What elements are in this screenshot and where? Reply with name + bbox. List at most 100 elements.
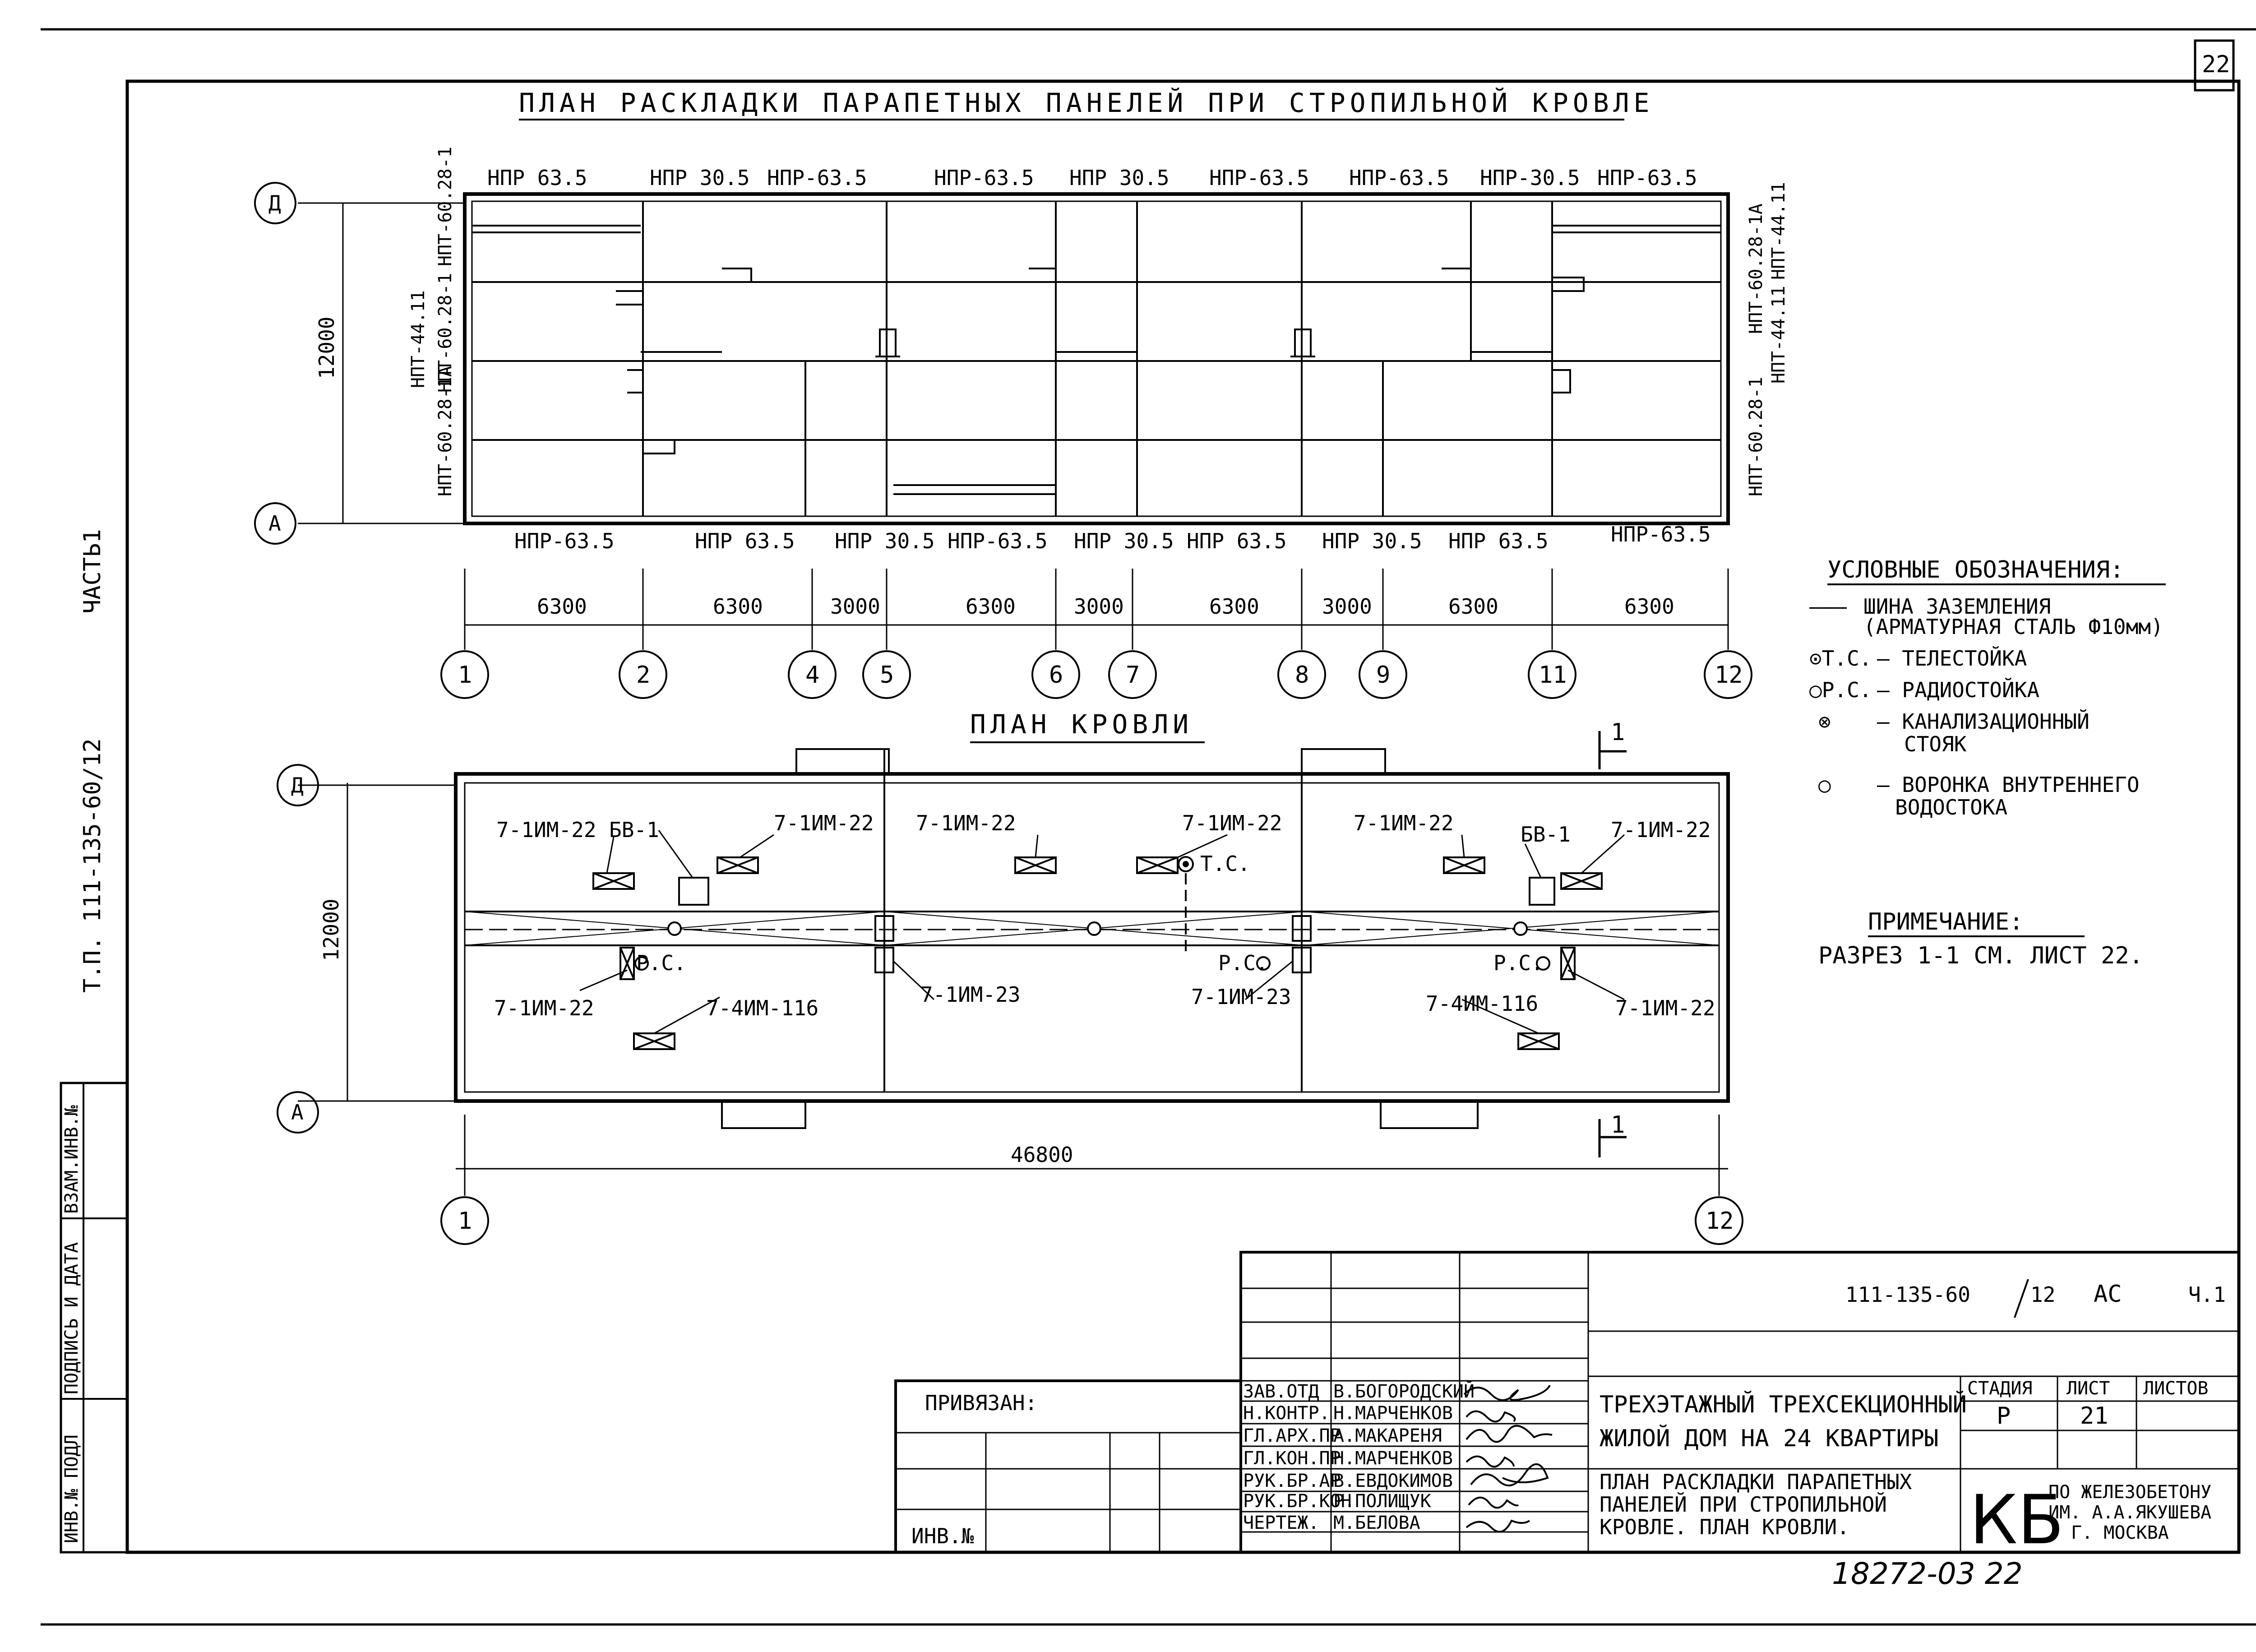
legend-sym: ⊗ (1818, 709, 1831, 734)
plan1-top-label: НПР 63.5 (487, 166, 587, 190)
plan1-dim: 6300 (537, 594, 587, 619)
plan1-top-label: НПР-63.5 (767, 166, 867, 190)
legend-text: (АРМАТУРНАЯ СТАЛЬ Ф10мм) (1863, 615, 2164, 639)
plan2-label: Р.С. (636, 951, 686, 975)
legend-text: ВОДОСТОКА (1895, 795, 2007, 819)
plan1-dim: 3000 (1074, 594, 1124, 619)
plan1-top-label: НПР-63.5 (1209, 166, 1309, 190)
plan-parapet-panels: ПЛАН РАСКЛАДКИ ПАРАПЕТНЫХ ПАНЕЛЕЙ ПРИ СТ… (254, 87, 1789, 699)
role: Н.КОНТР. (1243, 1403, 1330, 1424)
axis-bubble-d-2: Д (277, 764, 319, 806)
doc-part: 12 (2030, 1282, 2055, 1307)
h-stage: СТАДИЯ (1967, 1378, 2033, 1399)
plan1-top-label: НПР-63.5 (934, 166, 1034, 190)
section-mark-top: 1 (1611, 719, 1625, 746)
plan1-bottom-label: НПР-63.5 (948, 529, 1048, 553)
plan2-label: БВ-1 (609, 818, 659, 842)
plan2-label: Р.С. (1493, 951, 1544, 975)
plan1-bottom-label: НПР-63.5 (1611, 522, 1711, 546)
role-name: Р.ПОЛИЩУК (1333, 1491, 1431, 1512)
plan1-dim: 6300 (1209, 594, 1259, 619)
plan1-dim: 6300 (966, 594, 1016, 619)
legend-sym: ⊙Т.С. (1809, 646, 1872, 671)
stamp-replace-label: ВЗАМ.ИНВ.№ (61, 1105, 82, 1214)
svg-text:12: 12 (1706, 1208, 1734, 1235)
svg-text:4: 4 (805, 662, 819, 689)
section-mark-bottom: 1 (1611, 1111, 1625, 1138)
legend-text: – ТЕЛЕСТОЙКА (1877, 646, 2027, 671)
svg-text:7: 7 (1126, 662, 1140, 689)
svg-text:А: А (291, 1100, 304, 1124)
plan1-top-label: НПР 30.5 (1069, 166, 1170, 190)
plan1-left-label: НПТ-60.28-1А (435, 366, 456, 496)
tied-label: ПРИВЯЗАН: (925, 1391, 1037, 1415)
svg-text:9: 9 (1376, 662, 1390, 689)
svg-text:11: 11 (1539, 662, 1567, 689)
org-line2: ИМ. А.А.ЯКУШЕВА (2048, 1502, 2211, 1523)
role: РУК.БР.КОН (1243, 1491, 1352, 1512)
plan1-top-label: НПР-30.5 (1480, 166, 1580, 190)
plan2-label: БВ-1 (1521, 822, 1571, 847)
plan1-dim: 6300 (1624, 594, 1674, 619)
plan1-top-label: НПР-63.5 (1597, 166, 1697, 190)
drawing-line3: КРОВЛЕ. ПЛАН КРОВЛИ. (1600, 1515, 1849, 1539)
h-sheet: ЛИСТ (2066, 1378, 2110, 1399)
legend: УСЛОВНЫЕ ОБОЗНАЧЕНИЯ: ——— ШИНА ЗАЗЕМЛЕНИ… (1809, 556, 2166, 969)
plan1-top-label: НПР 30.5 (650, 166, 750, 190)
stage-value: Р (1997, 1402, 2011, 1430)
legend-text: СТОЯК (1904, 732, 1967, 756)
plan1-dim: 6300 (713, 594, 763, 619)
side-part-label: ЧАСТЬ1 (79, 529, 106, 614)
note-text: РАЗРЕЗ 1-1 СМ. ЛИСТ 22. (1818, 942, 2143, 969)
role-name: Н.МАРЧЕНКОВ (1333, 1403, 1453, 1424)
plan1-bottom-label: НПР-63.5 (514, 529, 615, 553)
doc-vol: Ч.1 (2188, 1282, 2226, 1307)
plan2-label: 7-1ИМ-23 (1191, 985, 1291, 1009)
org-line1: ПО ЖЕЛЕЗОБЕТОНУ (2048, 1482, 2211, 1503)
plan2-label: 7-1ИМ-22 (774, 811, 874, 835)
svg-text:12: 12 (1715, 662, 1743, 689)
role: ГЛ.КОН.ПР (1243, 1448, 1341, 1469)
svg-text:1: 1 (458, 662, 472, 689)
plan1-bottom-label: НПР 30.5 (835, 529, 935, 553)
axis-bubble-8: 8 (1277, 650, 1326, 699)
role-name: А.МАКАРЕНЯ (1333, 1425, 1442, 1446)
sheet-frame (41, 28, 2256, 1626)
signatures (1463, 1384, 1553, 1533)
project-line1: ТРЕХЭТАЖНЫЙ ТРЕХСЕКЦИОННЫЙ (1600, 1391, 1967, 1418)
note-title: ПРИМЕЧАНИЕ: (1868, 908, 2023, 935)
legend-text: ШИНА ЗАЗЕМЛЕНИЯ (1863, 594, 2051, 619)
axis-bubble-7: 7 (1108, 650, 1157, 699)
plan2-label: 7-1ИМ-22 (496, 818, 596, 842)
stamp-inv-label: ИНВ.№ ПОДЛ (61, 1435, 82, 1543)
legend-sym: ○Р.С. (1809, 678, 1872, 702)
plan2-label: 7-4ИМ-116 (1426, 991, 1538, 1016)
axis-bubble-2: 2 (619, 650, 667, 699)
axis-bubble-d: Д (254, 182, 296, 224)
sheet-number: 22 (2202, 51, 2230, 78)
role: ГЛ.АРХ.ПР (1243, 1425, 1341, 1446)
axis-bubble-1: 1 (440, 650, 489, 699)
axis-bubble-12: 12 (1704, 650, 1752, 699)
plan2-label: 7-1ИМ-22 (1611, 818, 1711, 842)
plan2-label: 7-1ИМ-22 (1182, 811, 1282, 835)
svg-text:5: 5 (880, 662, 894, 689)
axis-bubble-6: 6 (1031, 650, 1080, 699)
legend-text: – КАНАЛИЗАЦИОННЫЙ (1877, 709, 2090, 734)
title-block: ПРИВЯЗАН: ИНВ.№ 111-1 (894, 1251, 2240, 1559)
plan1-right-label: НПТ-60.28-1А (1746, 204, 1766, 334)
plan2-label: 7-1ИМ-22 (1354, 811, 1454, 835)
plan1-dim: 6300 (1448, 594, 1498, 619)
plan1-left-label: НПТ-60.28-1 (435, 273, 456, 393)
role: ЗАВ.ОТД (1243, 1381, 1319, 1402)
plan2-label: 7-1ИМ-22 (1615, 996, 1715, 1020)
doc-mark: АС (2094, 1281, 2122, 1308)
archive-number: 18272-03 22 (1832, 1556, 2023, 1591)
axis-bubble-1-2: 1 (440, 1196, 489, 1245)
svg-text:8: 8 (1295, 662, 1309, 689)
plan1-bottom-label: НПР 30.5 (1322, 529, 1422, 553)
plan2-label: 7-1ИМ-23 (920, 982, 1021, 1007)
plan1-dim: 3000 (1322, 594, 1372, 619)
svg-text:6: 6 (1049, 662, 1063, 689)
side-stamp: ИНВ.№ ПОДЛ ПОДПИСЬ И ДАТА ВЗАМ.ИНВ.№ (60, 1082, 129, 1554)
